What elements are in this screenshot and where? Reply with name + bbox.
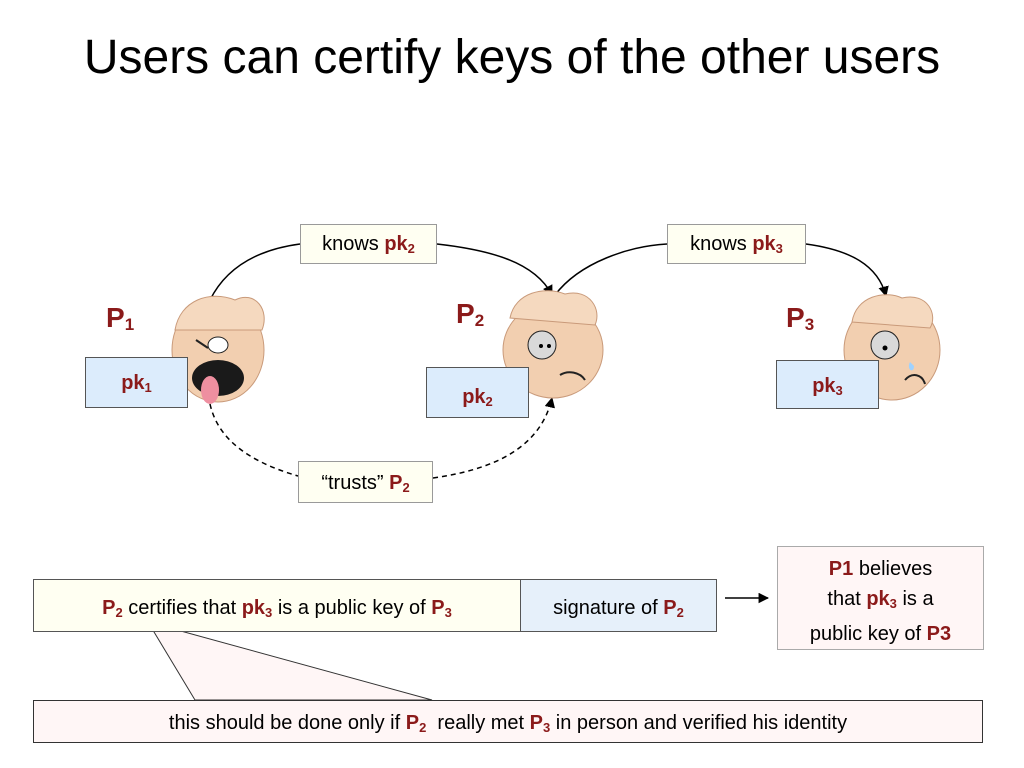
pk-box-p2: pk2: [426, 367, 529, 418]
pk-box-p1: pk1: [85, 357, 188, 408]
knows-pk2-label: knows pk2: [300, 224, 437, 264]
face-p1-icon: [171, 295, 265, 404]
knows-arrow-p1-p2: [209, 243, 301, 301]
pk-box-p3: pk3: [776, 360, 879, 409]
party-label-p2: P2: [456, 298, 485, 330]
party-label-p3: P3: [786, 302, 815, 334]
note-callout: [146, 621, 433, 701]
trusts-arrow-left: [209, 403, 299, 477]
trusts-arrow-right: [432, 396, 555, 479]
knows-arrow-p2-p3: [554, 243, 668, 296]
certificate-statement: P2 certifies that pk3 is a public key of…: [33, 579, 521, 632]
party-label-p1: P1: [106, 302, 135, 334]
knows-arrow-p1-p2-end: [436, 243, 553, 296]
trusts-p2-label: “trusts” P2: [298, 461, 433, 503]
knows-arrow-p2-p3-end: [805, 243, 889, 298]
belief-box: P1 believes that pk3 is a public key of …: [777, 546, 984, 650]
knows-pk3-label: knows pk3: [667, 224, 806, 264]
identity-note: this should be done only if P2 really me…: [33, 700, 983, 743]
certificate-signature: signature of P2: [520, 579, 717, 632]
page-title: Users can certify keys of the other user…: [83, 31, 941, 84]
